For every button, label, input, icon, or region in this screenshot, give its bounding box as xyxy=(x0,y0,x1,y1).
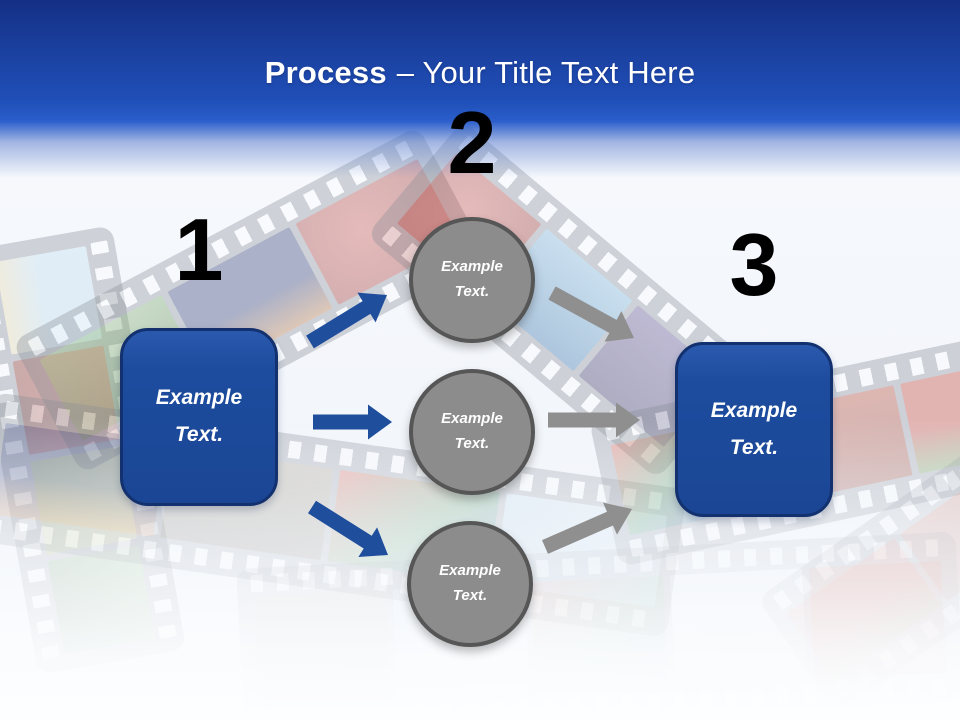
film-photo xyxy=(253,590,392,709)
step1-box-label: Example Text. xyxy=(155,386,243,446)
step2-circle-3-label: Example Text. xyxy=(439,562,501,604)
film-photo xyxy=(669,568,808,688)
step-number-3[interactable]: 3 xyxy=(729,215,779,314)
step2-circle-1[interactable]: Example Text. xyxy=(409,217,535,343)
step-number-1[interactable]: 1 xyxy=(174,200,224,299)
step3-box-label: Example Text. xyxy=(710,398,798,459)
step2-circle-2-label: Example Text. xyxy=(441,410,503,452)
step2-circle-2[interactable]: Example Text. xyxy=(409,369,535,495)
title-subtext: – Your Title Text Here xyxy=(396,55,696,90)
step2-circle-1-label: Example Text. xyxy=(441,258,503,300)
film-photo xyxy=(531,575,669,695)
film-photo xyxy=(900,364,960,474)
film-photo xyxy=(808,561,947,680)
step2-circle-3[interactable]: Example Text. xyxy=(407,521,533,647)
step1-box[interactable]: Example Text. xyxy=(120,328,278,506)
step-number-2[interactable]: 2 xyxy=(447,93,497,192)
step3-box[interactable]: Example Text. xyxy=(675,342,833,517)
slide-title[interactable]: Process – Your Title Text Here xyxy=(0,55,960,91)
title-emphasis: Process xyxy=(264,55,387,90)
